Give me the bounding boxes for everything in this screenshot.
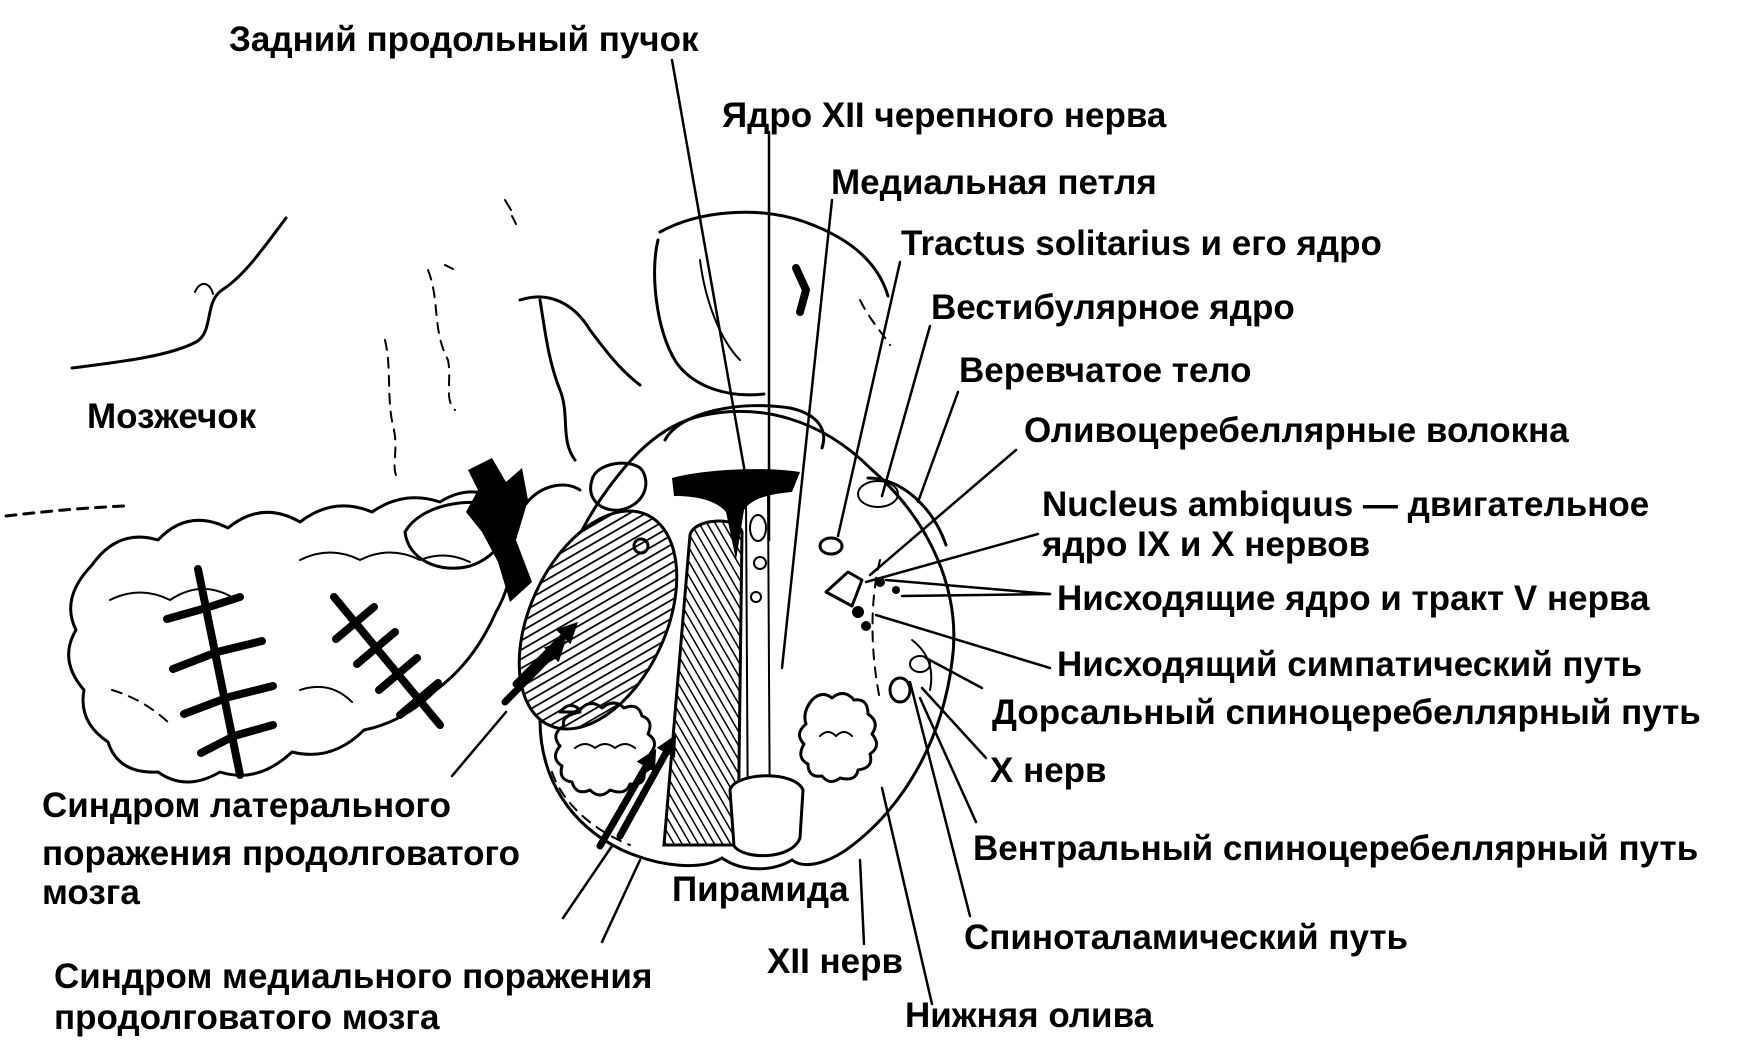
- cerebellum-inner-folium-2: [299, 551, 471, 563]
- cerebellum-edge-dashed: [4, 504, 126, 518]
- upper-sketch-mark-1: [444, 199, 517, 270]
- upper-structures: [384, 199, 891, 476]
- upper-sketch-1: [384, 339, 397, 476]
- labels: Задний продольный пучок Ядро XII черепно…: [42, 20, 1701, 1037]
- cerebellum: [4, 216, 532, 784]
- label-lateral-syndrome-line-3: мозга: [42, 873, 140, 912]
- cerebellar-peduncle-lobe: [403, 500, 510, 570]
- upper-sketch-4: [538, 298, 577, 462]
- trigeminal-dot-2: [861, 621, 871, 631]
- inferior-olive-left-fold: [574, 743, 636, 750]
- leader-medial-lemniscus: [780, 198, 834, 670]
- label-spinothalamic: Спиноталамический путь: [964, 918, 1408, 957]
- leader-inferior-olive: [880, 786, 934, 1006]
- label-mlf: Задний продольный пучок: [229, 20, 699, 59]
- spinal-trigeminal-complex: [824, 570, 864, 608]
- leader-hypoglossal-nerve: [858, 858, 866, 946]
- label-cerebellum: Мозжечок: [87, 397, 257, 436]
- cerebellum-upper-contour: [70, 216, 288, 370]
- cerebellum-inner-folium-1: [109, 587, 231, 602]
- lesion-arrows: [501, 622, 677, 850]
- leader-ventral-spinocerebellar: [918, 696, 978, 824]
- left-cuneate-lobe: [589, 461, 648, 512]
- left-lateral-contour: [523, 483, 582, 507]
- left-small-nucleus: [632, 537, 650, 555]
- label-nucleus-ambiguus-line-2: ядро IX и X нервов: [1041, 525, 1370, 564]
- upper-sketch-2: [427, 269, 456, 411]
- label-olivocerebellar: Оливоцеребеллярные волокна: [1024, 411, 1569, 450]
- olive-lower-edge: [551, 771, 631, 846]
- leader-spinal-trigeminal-1: [884, 578, 1052, 596]
- label-lateral-syndrome-line-2: поражения продолговатого: [42, 834, 520, 873]
- hypoglossal-nucleus-cell-2: [753, 556, 767, 570]
- leader-nucleus-ambiguus: [864, 532, 1040, 584]
- leader-olivocerebellar: [868, 448, 1018, 577]
- vestibular-nucleus-shape: [857, 480, 899, 508]
- cerebellar-peduncle-dark: [466, 458, 532, 602]
- medial-lesion-arrow-1: [596, 748, 657, 850]
- medial-lesion-arrow-2: [616, 734, 677, 840]
- cerebellum-fold-mark: [194, 283, 214, 295]
- leader-sympathetic: [874, 613, 1052, 670]
- cerebellum-inner-folium-3: [111, 689, 171, 725]
- label-ventral-spinocerebellar: Вентральный спиноцеребеллярный путь: [973, 829, 1698, 868]
- hypoglossal-nucleus-cell-1: [749, 514, 767, 542]
- upper-sketch-3: [518, 295, 642, 387]
- label-vagus-nerve: X нерв: [990, 751, 1107, 790]
- upper-right-dashed: [859, 299, 891, 346]
- leader-vagus-nerve: [920, 686, 988, 760]
- label-hypoglossal-nucleus: Ядро XII черепного нерва: [722, 96, 1167, 135]
- medial-lesion-area: [662, 519, 744, 847]
- inferior-olive-right: [798, 692, 878, 783]
- lateral-lesion-area: [517, 509, 679, 731]
- lateral-lesion-arrow-1: [501, 640, 566, 706]
- label-inferior-olive: Нижняя олива: [905, 996, 1154, 1035]
- trigeminal-dot-4: [892, 586, 900, 594]
- label-tractus-solitarius: Tractus solitarius и его ядро: [901, 224, 1382, 263]
- upper-right-contour: [658, 210, 890, 298]
- leader-restiform-body: [916, 390, 960, 504]
- label-medial-syndrome-line-1: Синдром медиального поражения: [54, 957, 652, 996]
- trigeminal-dot-1: [852, 606, 864, 618]
- leader-tractus-solitarius: [836, 260, 902, 538]
- leader-lines: [450, 58, 1052, 1006]
- label-nucleus-ambiguus-line-1: Nucleus ambiquus — двигательное: [1042, 485, 1649, 524]
- medulla-top-cap: [663, 404, 826, 450]
- arbor-vitae-1: [163, 565, 277, 779]
- upper-left-contour: [653, 238, 766, 397]
- lateral-lesion-arrow-2: [512, 622, 578, 688]
- label-pyramid: Пирамида: [672, 870, 849, 909]
- leader-spinal-trigeminal-2: [900, 592, 1052, 598]
- hypoglossal-nucleus-cell-3: [750, 591, 762, 603]
- leader-vestibular-nucleus: [880, 324, 932, 498]
- label-medial-lemniscus: Медиальная петля: [831, 163, 1157, 202]
- leader-mlf: [670, 58, 750, 492]
- cerebellum-inner-folium-4: [299, 686, 353, 703]
- vagus-root-shape: [888, 676, 912, 704]
- pyramid-shape: [728, 774, 805, 858]
- leader-dorsal-spinocerebellar: [924, 656, 984, 690]
- leader-lateral-syndrome: [450, 710, 508, 778]
- tractus-solitarius-nucleus: [818, 536, 844, 556]
- label-restiform-body: Веревчатое тело: [959, 351, 1252, 390]
- label-lateral-syndrome-line-1: Синдром латерального: [42, 786, 451, 825]
- leader-spinothalamic: [908, 680, 972, 918]
- upper-inner-contour: [699, 259, 741, 361]
- leader-medial-syndrome-1: [561, 844, 614, 920]
- label-spinal-trigeminal: Нисходящие ядро и тракт V нерва: [1057, 579, 1650, 618]
- arbor-vitae-2: [330, 593, 444, 729]
- upper-dark-mark: [792, 264, 810, 316]
- label-dorsal-spinocerebellar: Дорсальный спиноцеребеллярный путь: [992, 693, 1701, 732]
- inferior-olive-right-fold: [819, 731, 853, 738]
- restiform-body-contour: [866, 476, 948, 547]
- label-medial-syndrome-line-2: продолговатого мозга: [54, 998, 440, 1037]
- label-vestibular-nucleus: Вестибулярное ядро: [931, 288, 1295, 327]
- label-hypoglossal-nerve: XII нерв: [767, 942, 903, 981]
- leader-medial-syndrome-2: [600, 858, 642, 944]
- cerebellum-folia-outline: [67, 490, 513, 784]
- label-sympathetic: Нисходящий симпатический путь: [1057, 645, 1642, 684]
